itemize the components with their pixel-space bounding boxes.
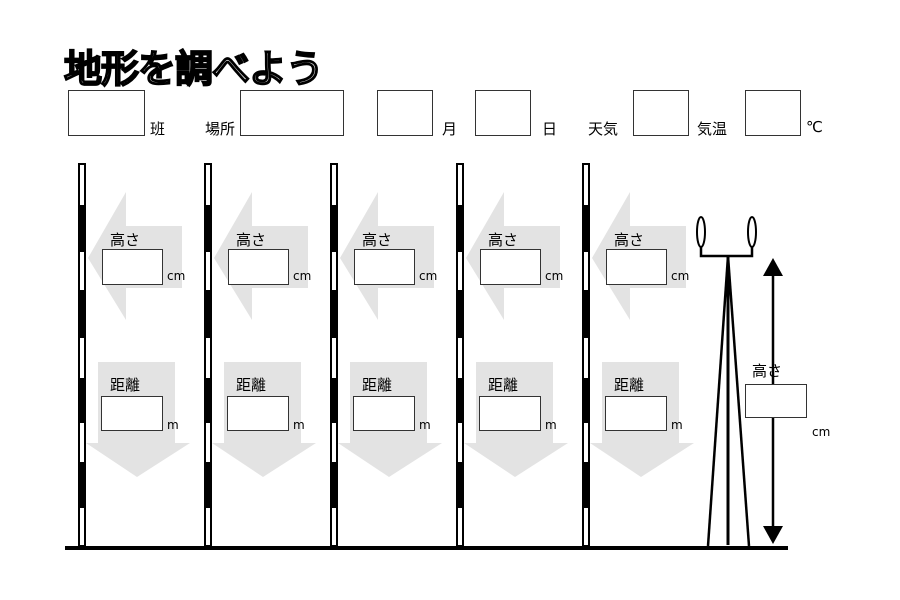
distance-input[interactable] bbox=[479, 396, 541, 431]
height-input[interactable] bbox=[354, 249, 415, 285]
pole-white-stripe bbox=[80, 165, 84, 205]
height-input[interactable] bbox=[102, 249, 163, 285]
instrument-height-unit: cm bbox=[812, 425, 831, 439]
pole-white-stripe bbox=[206, 508, 210, 545]
arrow-down-icon bbox=[763, 526, 783, 544]
arrow-up-icon bbox=[763, 258, 783, 276]
height-label: 高さ bbox=[614, 231, 645, 249]
height-label: 高さ bbox=[110, 231, 141, 249]
distance-input[interactable] bbox=[605, 396, 667, 431]
height-input[interactable] bbox=[606, 249, 667, 285]
tower-crossbar bbox=[699, 247, 754, 258]
month-unit: 月 bbox=[442, 120, 458, 138]
pole-white-stripe bbox=[584, 338, 588, 378]
distance-unit: m bbox=[293, 418, 305, 432]
pole-white-stripe bbox=[584, 423, 588, 462]
distance-unit: m bbox=[167, 418, 179, 432]
pole-white-stripe bbox=[80, 338, 84, 378]
day-unit: 日 bbox=[542, 120, 558, 138]
pole-white-stripe bbox=[458, 423, 462, 462]
group-unit: 班 bbox=[150, 120, 166, 138]
temperature-input[interactable] bbox=[745, 90, 801, 136]
pole-white-stripe bbox=[206, 423, 210, 462]
group-input[interactable] bbox=[68, 90, 145, 136]
pole-white-stripe bbox=[332, 338, 336, 378]
distance-unit: m bbox=[671, 418, 683, 432]
pole-white-stripe bbox=[80, 508, 84, 545]
instrument-height-input[interactable] bbox=[745, 384, 807, 418]
height-label: 高さ bbox=[236, 231, 267, 249]
instrument-height-label: 高さ bbox=[752, 362, 783, 380]
pole-white-stripe bbox=[206, 338, 210, 378]
pole-white-stripe bbox=[206, 165, 210, 205]
pole-white-stripe bbox=[332, 252, 336, 290]
height-input[interactable] bbox=[480, 249, 541, 285]
temperature-unit: ℃ bbox=[806, 118, 823, 136]
left-oval bbox=[696, 216, 706, 248]
distance-label: 距離 bbox=[110, 376, 141, 394]
pole-white-stripe bbox=[332, 165, 336, 205]
pole-white-stripe bbox=[206, 252, 210, 290]
pole-white-stripe bbox=[458, 252, 462, 290]
place-input[interactable] bbox=[240, 90, 344, 136]
pole-white-stripe bbox=[80, 423, 84, 462]
height-input[interactable] bbox=[228, 249, 289, 285]
height-unit: cm bbox=[167, 269, 186, 283]
pole-white-stripe bbox=[458, 508, 462, 545]
distance-unit: m bbox=[419, 418, 431, 432]
pole-white-stripe bbox=[458, 165, 462, 205]
tower-leg bbox=[726, 255, 751, 547]
temperature-label: 気温 bbox=[697, 120, 728, 138]
worksheet-title: 地形を調べよう bbox=[63, 46, 325, 92]
right-oval bbox=[747, 216, 757, 248]
pole-white-stripe bbox=[584, 508, 588, 545]
distance-input[interactable] bbox=[227, 396, 289, 431]
weather-input[interactable] bbox=[633, 90, 689, 136]
height-unit: cm bbox=[545, 269, 564, 283]
pole-white-stripe bbox=[584, 252, 588, 290]
distance-label: 距離 bbox=[614, 376, 645, 394]
height-label: 高さ bbox=[488, 231, 519, 249]
day-input[interactable] bbox=[475, 90, 531, 136]
month-input[interactable] bbox=[377, 90, 433, 136]
distance-label: 距離 bbox=[488, 376, 519, 394]
height-unit: cm bbox=[293, 269, 312, 283]
weather-label: 天気 bbox=[588, 120, 619, 138]
pole-white-stripe bbox=[458, 338, 462, 378]
pole-white-stripe bbox=[584, 165, 588, 205]
pole-white-stripe bbox=[332, 423, 336, 462]
distance-label: 距離 bbox=[362, 376, 393, 394]
tower-leg bbox=[706, 255, 730, 547]
height-unit: cm bbox=[671, 269, 690, 283]
pole-white-stripe bbox=[80, 252, 84, 290]
ground-line bbox=[65, 546, 788, 550]
distance-unit: m bbox=[545, 418, 557, 432]
distance-label: 距離 bbox=[236, 376, 267, 394]
height-label: 高さ bbox=[362, 231, 393, 249]
height-unit: cm bbox=[419, 269, 438, 283]
pole-white-stripe bbox=[332, 508, 336, 545]
distance-input[interactable] bbox=[101, 396, 163, 431]
distance-input[interactable] bbox=[353, 396, 415, 431]
place-label: 場所 bbox=[205, 120, 236, 138]
